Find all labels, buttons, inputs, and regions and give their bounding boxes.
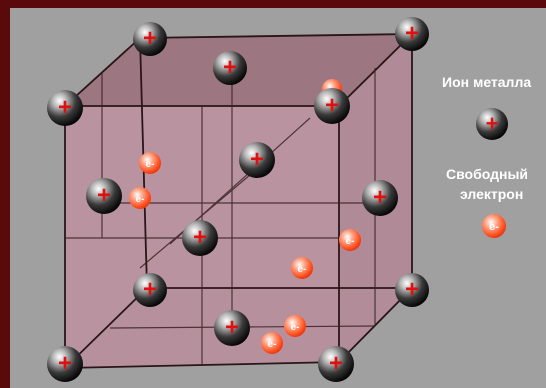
- legend-electron-label-line1: Свободный: [446, 166, 529, 182]
- metal-ion-10: +: [395, 273, 429, 307]
- metal-ion-5: +: [239, 142, 275, 178]
- svg-text:e-: e-: [146, 159, 155, 170]
- legend-ion-label: Ион металла: [442, 74, 532, 90]
- metal-lattice-diagram: e-e-e-e-e-e-e-++++++++++++++: [47, 17, 429, 382]
- svg-text:+: +: [405, 276, 419, 303]
- svg-text:+: +: [329, 350, 343, 377]
- diagram-panel: e-e-e-e-e-e-e-++++++++++++++ Ион металла…: [10, 8, 546, 388]
- svg-text:+: +: [58, 94, 72, 121]
- metal-ion-2: +: [47, 90, 83, 126]
- metal-ion-8: +: [182, 220, 218, 256]
- free-electron-2: e-: [129, 187, 151, 209]
- metal-ion-9: +: [133, 273, 167, 307]
- metal-ion-1: +: [395, 17, 429, 51]
- svg-text:+: +: [373, 184, 387, 211]
- metal-ion-11: +: [214, 310, 250, 346]
- metal-ion-3: +: [314, 88, 350, 124]
- svg-text:+: +: [97, 182, 111, 209]
- svg-text:+: +: [325, 92, 339, 119]
- free-electron-6: e-: [261, 332, 283, 354]
- svg-text:+: +: [143, 25, 157, 52]
- metal-ion-7: +: [362, 180, 398, 216]
- svg-text:+: +: [193, 224, 207, 251]
- metal-ion-12: +: [47, 346, 83, 382]
- free-electron-3: e-: [339, 229, 361, 251]
- svg-text:+: +: [143, 276, 157, 303]
- legend-electron-label-line2: электрон: [460, 186, 524, 202]
- svg-text:e-: e-: [298, 264, 307, 275]
- svg-text:e-: e-: [268, 339, 277, 350]
- free-electron-1: e-: [139, 152, 161, 174]
- metal-ion-0: +: [133, 22, 167, 56]
- svg-text:+: +: [405, 20, 419, 47]
- metal-ion-13: +: [318, 346, 354, 382]
- metal-ion-4: +: [213, 51, 247, 85]
- free-electron-5: e-: [284, 315, 306, 337]
- svg-text:e-: e-: [136, 194, 145, 205]
- svg-text:e-: e-: [346, 236, 355, 247]
- free-electron-4: e-: [291, 257, 313, 279]
- svg-text:+: +: [223, 54, 237, 81]
- svg-text:e-: e-: [291, 322, 300, 333]
- svg-text:+: +: [58, 350, 72, 377]
- metal-ion-6: +: [86, 178, 122, 214]
- svg-text:+: +: [250, 146, 264, 173]
- svg-text:+: +: [225, 314, 239, 341]
